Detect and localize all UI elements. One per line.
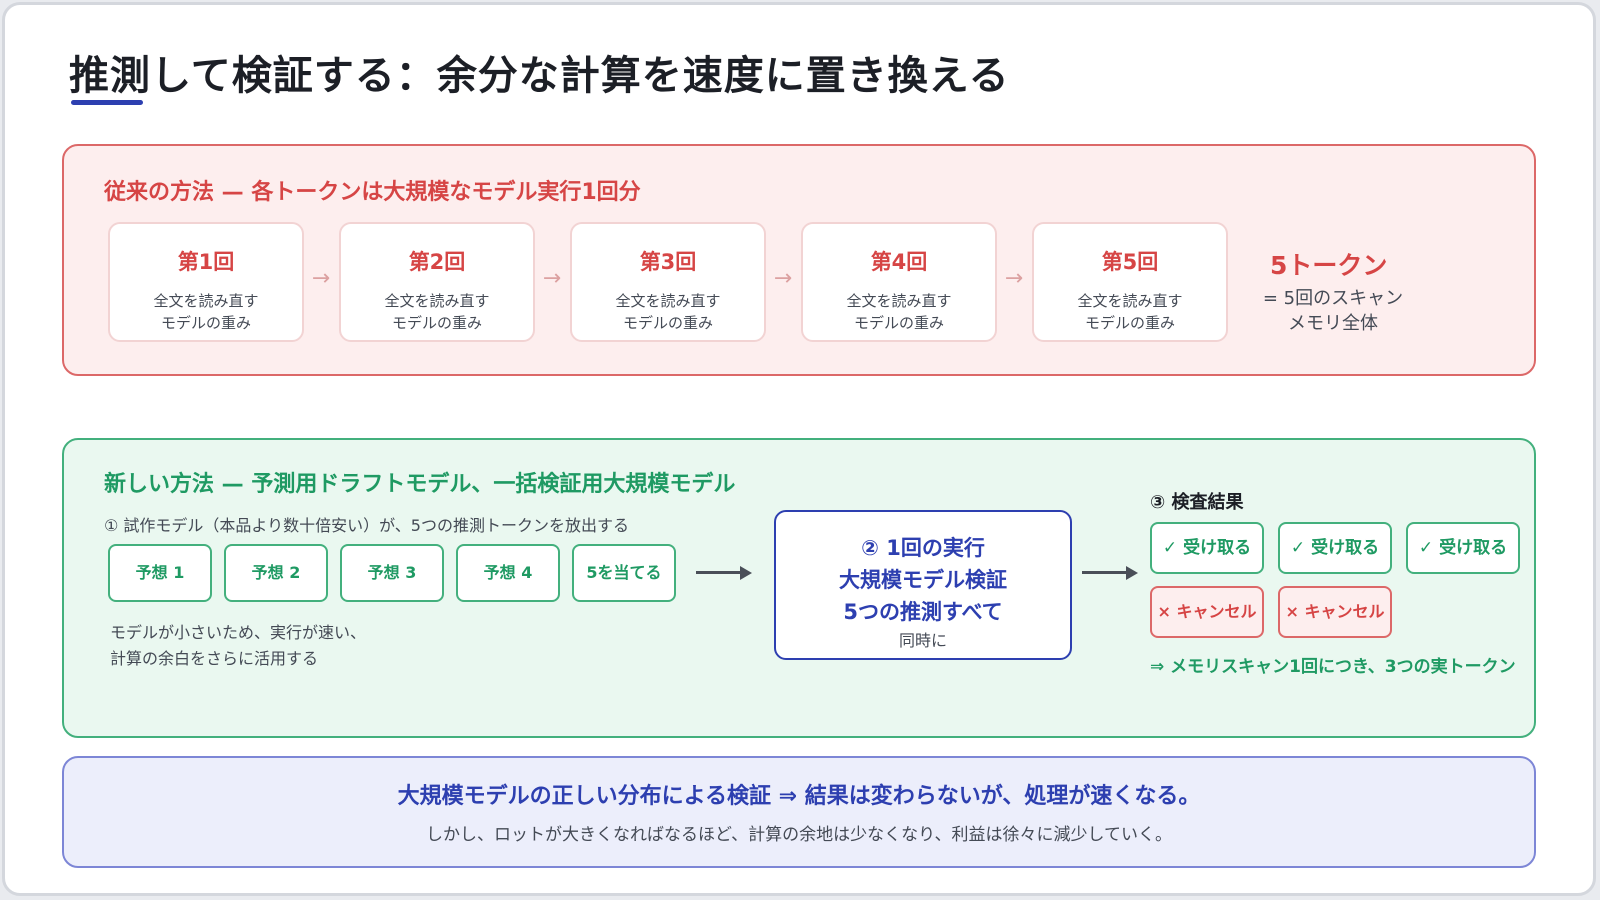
arrow-right-icon (696, 564, 752, 580)
guess-box-3: 予想 3 (340, 544, 444, 602)
result-heading: ③ 検査結果 (1150, 492, 1244, 513)
old-result-caption: = 5回のスキャン メモリ全体 (1258, 286, 1408, 336)
step-line: モデルの重み (391, 314, 482, 332)
reject-badge: × キャンセル (1278, 586, 1392, 638)
step-box-5: 第5回 全文を読み直す モデルの重み (1032, 222, 1228, 342)
step-line: 全文を読み直す (615, 292, 721, 310)
summary-sub: しかし、ロットが大きくなればなるほど、計算の余地は少なくなり、利益は徐々に減少し… (426, 825, 1172, 845)
guess-box-4: 予想 4 (456, 544, 560, 602)
verify-line: 大規模モデル検証 (839, 568, 1007, 592)
step-line: モデルの重み (853, 314, 944, 332)
page-title: 推測して検証する：余分な計算を速度に置き換える (69, 53, 1010, 99)
step-box-4: 第4回 全文を読み直す モデルの重み (801, 222, 997, 342)
old-method-panel: 従来の方法 — 各トークンは大規模なモデル実行1回分 第1回 全文を読み直す モ… (62, 144, 1536, 376)
old-method-heading: 従来の方法 — 各トークンは大規模なモデル実行1回分 (104, 180, 641, 205)
step-line: 全文を読み直す (846, 292, 952, 310)
summary-panel: 大規模モデルの正しい分布による検証 ⇒ 結果は変わらないが、処理が速くなる。 し… (62, 756, 1536, 868)
draft-model-note: ① 試作モデル（本品より数十倍安い）が、5つの推測トークンを放出する (104, 516, 629, 535)
step-title: 第1回 (177, 250, 235, 274)
arrow-right-icon: → (542, 266, 562, 291)
old-result-line: = 5回のスキャン (1262, 288, 1404, 309)
accept-badge: ✓ 受け取る (1278, 522, 1392, 574)
verify-box: ② 1回の実行 大規模モデル検証 5つの推測すべて 同時に (774, 510, 1072, 660)
step-box-2: 第2回 全文を読み直す モデルの重み (339, 222, 535, 342)
result-summary: ⇒ メモリスキャン1回につき、3つの実トークン (1150, 657, 1516, 677)
step-line: モデルの重み (622, 314, 713, 332)
summary-main: 大規模モデルの正しい分布による検証 ⇒ 結果は変わらないが、処理が速くなる。 (397, 784, 1201, 809)
arrow-right-icon: → (311, 266, 331, 291)
draft-caption-line: 計算の余白をさらに活用する (110, 649, 319, 668)
accept-badge: ✓ 受け取る (1406, 522, 1520, 574)
step-title: 第5回 (1101, 250, 1159, 274)
old-result-value: 5トークン (1270, 251, 1388, 280)
draft-caption-line: モデルが小さいため、実行が速い、 (110, 623, 367, 642)
guess-box-2: 予想 2 (224, 544, 328, 602)
step-title: 第3回 (639, 250, 697, 274)
step-box-1: 第1回 全文を読み直す モデルの重み (108, 222, 304, 342)
step-line: 全文を読み直す (384, 292, 490, 310)
verify-sub: 同時に (898, 631, 947, 650)
step-title: 第4回 (870, 250, 928, 274)
draft-caption: モデルが小さいため、実行が速い、 計算の余白をさらに活用する (110, 620, 430, 672)
guess-box-5: 5を当てる (572, 544, 676, 602)
arrow-right-icon: → (773, 266, 793, 291)
step-box-3: 第3回 全文を読み直す モデルの重み (570, 222, 766, 342)
reject-badge: × キャンセル (1150, 586, 1264, 638)
new-method-heading: 新しい方法 — 予測用ドラフトモデル、一括検証用大規模モデル (104, 472, 736, 497)
step-line: 全文を読み直す (1077, 292, 1183, 310)
title-underline (71, 100, 143, 105)
arrow-right-icon (1082, 564, 1138, 580)
step-title: 第2回 (408, 250, 466, 274)
new-method-panel: 新しい方法 — 予測用ドラフトモデル、一括検証用大規模モデル ① 試作モデル（本… (62, 438, 1536, 738)
step-line: 全文を読み直す (153, 292, 259, 310)
old-result-line: メモリ全体 (1288, 313, 1378, 334)
verify-line: 5つの推測すべて (843, 600, 1003, 624)
accept-badge: ✓ 受け取る (1150, 522, 1264, 574)
verify-line: ② 1回の実行 (861, 536, 985, 560)
guess-box-1: 予想 1 (108, 544, 212, 602)
arrow-right-icon: → (1004, 266, 1024, 291)
step-line: モデルの重み (160, 314, 251, 332)
step-line: モデルの重み (1084, 314, 1175, 332)
